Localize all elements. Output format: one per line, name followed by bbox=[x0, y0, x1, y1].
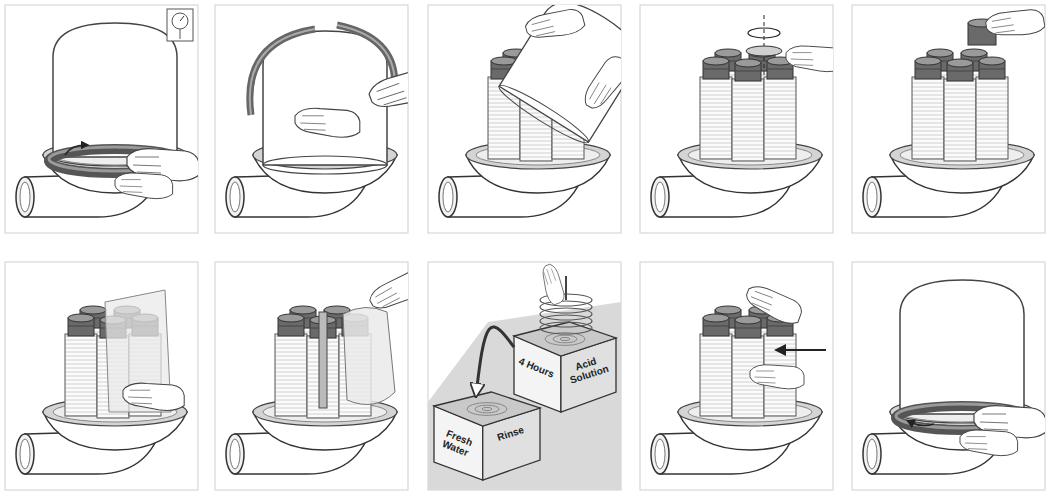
plastic-bag bbox=[343, 307, 395, 404]
hand bbox=[524, 5, 586, 45]
hand bbox=[115, 173, 173, 199]
panel-frame bbox=[215, 5, 408, 233]
panel-frame bbox=[640, 262, 833, 490]
hand bbox=[295, 108, 360, 137]
cartridge-cluster bbox=[700, 306, 796, 418]
hand bbox=[537, 263, 567, 306]
coil-ring bbox=[540, 322, 592, 334]
coil-ring bbox=[540, 294, 592, 306]
clamp-half bbox=[250, 29, 315, 115]
turn-arrow bbox=[65, 145, 85, 155]
liquid-ripple bbox=[560, 337, 570, 340]
hand bbox=[960, 430, 1018, 456]
liquid-ripple bbox=[482, 407, 492, 410]
hand bbox=[786, 46, 833, 72]
turn-arrow bbox=[910, 422, 934, 426]
cartridge-cluster bbox=[700, 49, 796, 161]
step-panel bbox=[863, 280, 1046, 474]
liquid-ripple bbox=[553, 335, 577, 343]
step-panel bbox=[226, 266, 429, 474]
gauge-needle bbox=[180, 16, 184, 21]
step-panel bbox=[651, 283, 826, 474]
panel-frame bbox=[852, 5, 1045, 233]
wing-nut bbox=[746, 46, 782, 56]
tub: Fresh WaterRinse bbox=[434, 392, 540, 480]
flow-arrow bbox=[476, 327, 514, 392]
direction-arrow bbox=[780, 349, 826, 351]
floor bbox=[428, 302, 621, 490]
cartridge-coil bbox=[540, 276, 592, 334]
center-rod bbox=[319, 312, 327, 408]
coil-rod bbox=[565, 276, 567, 300]
panel-frame bbox=[428, 262, 621, 490]
liquid-ripple bbox=[545, 333, 585, 346]
hand bbox=[581, 52, 621, 115]
hand bbox=[985, 6, 1045, 41]
panel-frame bbox=[852, 262, 1045, 490]
panel-frame bbox=[5, 5, 198, 233]
panel-frame bbox=[5, 262, 198, 490]
coil-ring bbox=[540, 315, 592, 327]
liquid-ripple bbox=[467, 403, 507, 416]
filter-dome bbox=[495, 5, 621, 149]
clamp-half-highlight bbox=[250, 29, 315, 115]
gauge-dial bbox=[172, 13, 188, 29]
tub: 4 HoursAcid Solution bbox=[514, 322, 616, 412]
step-panel bbox=[16, 9, 199, 217]
axis-line bbox=[764, 15, 765, 75]
coil-ring bbox=[540, 308, 592, 320]
cartridge-cluster bbox=[912, 49, 1008, 161]
tub-top bbox=[514, 322, 616, 356]
panel-frame bbox=[640, 5, 833, 233]
hand bbox=[366, 266, 408, 317]
hand bbox=[750, 365, 804, 389]
hand bbox=[366, 62, 408, 117]
step-panel bbox=[428, 302, 621, 490]
step-panel bbox=[651, 15, 844, 217]
gauge-icon bbox=[167, 9, 193, 41]
step-panel bbox=[863, 6, 1046, 217]
step-panel bbox=[16, 290, 187, 474]
liquid-ripple bbox=[475, 405, 499, 413]
filter-dome bbox=[263, 31, 387, 174]
rotation-arrow bbox=[748, 28, 780, 38]
gauge-stem bbox=[180, 29, 181, 39]
step-panel bbox=[439, 0, 649, 217]
hand bbox=[742, 283, 805, 327]
hand bbox=[123, 383, 184, 410]
coil-ring bbox=[540, 301, 592, 313]
step-panel bbox=[226, 25, 445, 217]
